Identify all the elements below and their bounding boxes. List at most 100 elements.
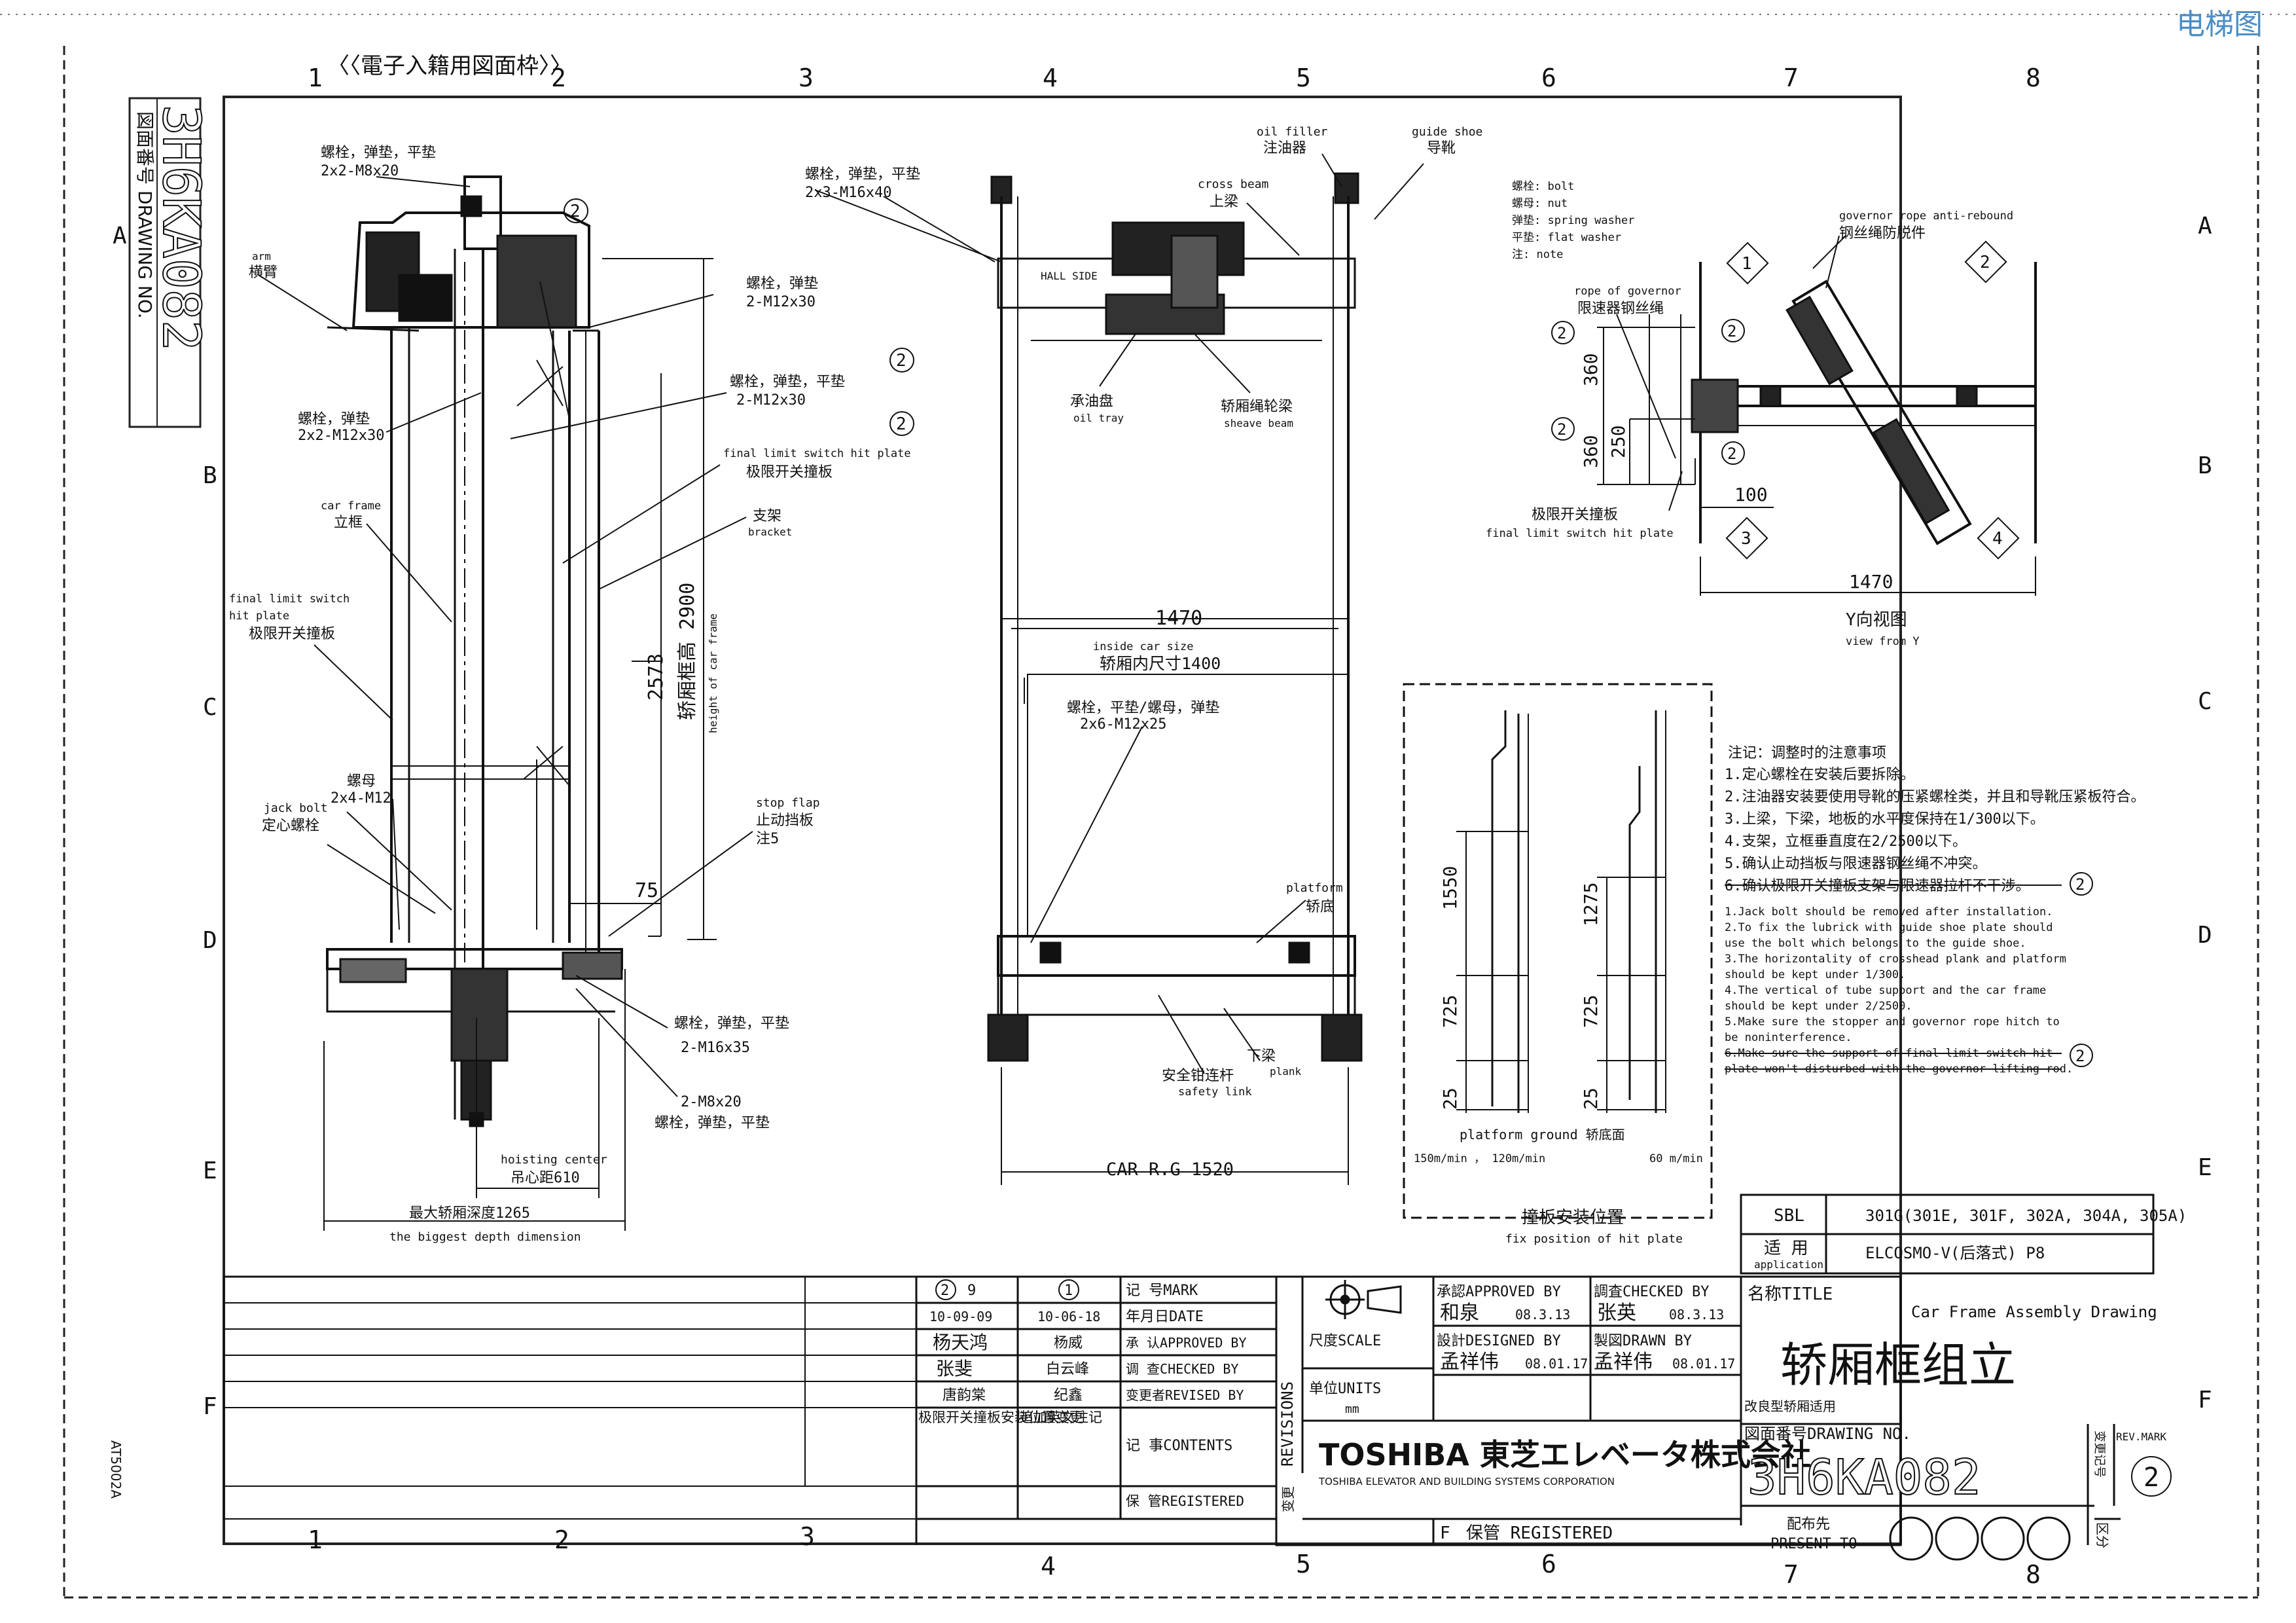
rev2-date: 10-09-09 <box>929 1309 992 1324</box>
drawn-name: 孟祥伟 <box>1594 1351 1653 1374</box>
note-en-1: 1.Jack bolt should be removed after inst… <box>1725 905 2053 919</box>
col-2-b: 2 <box>554 1525 569 1554</box>
lbl-nut-cn: 螺母 <box>347 773 376 790</box>
lbl-car-frame-en: car frame <box>321 500 381 513</box>
registered-prefix: F <box>1440 1523 1450 1543</box>
left-view-markers <box>564 198 914 436</box>
lbl-bolts-top2: 螺栓，弹垫，平垫 <box>805 166 920 183</box>
rev2-mark: 2 <box>941 1283 949 1299</box>
col-3-b: 3 <box>800 1522 815 1551</box>
lbl-final-limit-en: final limit switch hit plate <box>723 447 911 460</box>
lbl-stop-en: stop flap <box>756 796 820 810</box>
dim-1470-y: 1470 <box>1849 571 1893 593</box>
column-numbers-top: 1 2 3 4 5 6 7 8 <box>308 64 2041 92</box>
title-block-text: 尺度SCALE 单位UNITS mm 承認APPROVED BY 和泉 08.3… <box>1309 1284 2172 1561</box>
lbl-ground: platform ground 轿底面 <box>1460 1127 1625 1142</box>
sbl-table-text: SBL 301G(301E, 301F, 302A, 304A, 305A) 适… <box>1754 1206 2187 1271</box>
lbl-arm-en: arm <box>252 250 271 263</box>
checked-name: 张英 <box>1597 1302 1636 1324</box>
lbl-hit-plate-cn: 极限开关撞板 <box>1532 507 1618 523</box>
lbl-bracket-cn: 支架 <box>753 508 781 524</box>
col-2: 2 <box>551 64 566 92</box>
lbl-sheave-cn: 轿厢绳轮梁 <box>1221 399 1293 415</box>
lbl-m16-cn: 螺栓，弹垫，平垫 <box>674 1015 789 1032</box>
drawing-no-label: 図面番号DRAWING NO. <box>1744 1425 1911 1443</box>
dim-2573: 2573 <box>645 653 668 701</box>
col-6: 6 <box>1541 64 1556 92</box>
company-en: TOSHIBA ELEVATOR AND BUILDING SYSTEMS CO… <box>1318 1476 1615 1487</box>
col-7-b: 7 <box>1784 1560 1799 1589</box>
revision-text: 2 9 1 10-09-09 10-06-18 杨天鸿 杨威 张斐 白云峰 唐韵… <box>918 1279 1297 1512</box>
front-view-leaders <box>883 153 1424 1074</box>
rev2-checked: 张斐 <box>936 1358 973 1379</box>
lbl-oil-tray-cn: 承油盘 <box>1070 393 1113 410</box>
note-cn-3: 3.上梁，下梁，地板的水平度保持在1/300以下。 <box>1725 811 2045 828</box>
col-8-b: 8 <box>2026 1560 2041 1589</box>
apply-val: ELCOSMO-V(后落式) P8 <box>1865 1244 2045 1262</box>
note-en-5: should be kept under 1/300. <box>1725 968 1905 981</box>
lbl-platform-en: platform <box>1286 881 1343 895</box>
row-c-r: C <box>2198 688 2212 715</box>
lbl-m12b-spec: 2-M12x30 <box>736 392 806 409</box>
rev2-content: 极限开关撞板安装位置变更 <box>918 1410 1083 1425</box>
checked-date: 08.3.13 <box>1669 1307 1724 1322</box>
rev2-approved: 杨天鸿 <box>933 1332 988 1353</box>
lbl-hall-side: HALL SIDE <box>1041 270 1098 282</box>
lbl-hoist-en: hoisting center <box>501 1153 607 1167</box>
lbl-speed-right: 60 m/min <box>1649 1152 1703 1165</box>
lbl-speed-left: 150m/min ， 120m/min <box>1414 1152 1545 1165</box>
row-letters-left: A B C D E F <box>113 223 217 1420</box>
y-marker-4: 4 <box>1992 529 2003 549</box>
note-en-3: use the bolt which belongs to the guide … <box>1725 937 2026 950</box>
lbl-hit-plate-en: final limit switch hit plate <box>1486 527 1674 540</box>
scale-symbol <box>1325 1280 1402 1319</box>
dim-1550: 1550 <box>1439 866 1461 910</box>
units-value: mm <box>1345 1402 1359 1416</box>
note-en-2: 2.To fix the lubrick with guide shoe pla… <box>1725 921 2053 934</box>
y-marker-2e: 2 <box>1727 445 1736 463</box>
left-view-labels: 螺栓，弹垫，平垫 2x2-M8x20 螺栓，弹垫，平垫 2x3-M16x40 a… <box>229 145 920 1244</box>
approved-date: 08.3.13 <box>1515 1307 1570 1322</box>
dim-25a: 25 <box>1439 1087 1461 1110</box>
lbl-final-limit-left-en2: hit plate <box>229 610 289 623</box>
apply-cn: 适 用 <box>1764 1239 1808 1258</box>
title-block-grid <box>1275 1275 2121 1546</box>
y-view-markers <box>1551 240 2020 560</box>
legend-nut: 螺母: nut <box>1512 197 1568 210</box>
lbl-front-bolt-cn: 螺栓，平垫/螺母，弹垫 <box>1067 700 1219 716</box>
hit-plate-detail-geometry <box>1403 683 1713 1219</box>
notes-cn: 注记：调整时的注意事项 1.定心螺栓在安装后要拆除。 2.注油器安装要使用导靴的… <box>1725 745 2145 894</box>
title-cn: 轿厢框组立 <box>1780 1338 2016 1393</box>
apply-en: application <box>1754 1258 1823 1271</box>
rev1-checked: 白云峰 <box>1046 1361 1089 1377</box>
lbl-plank-en: plank <box>1270 1065 1302 1078</box>
y-view-marker-text: 1 2 3 4 2 2 2 2 <box>1557 253 2003 549</box>
lbl-inside-en: inside car size <box>1093 640 1194 653</box>
note-en-9: be noninterference. <box>1725 1031 1852 1044</box>
rev2-revised: 唐韵棠 <box>942 1387 986 1404</box>
row-a: A <box>113 223 127 249</box>
col-3: 3 <box>798 64 814 92</box>
lbl-hoist-cn: 吊心距610 <box>511 1170 580 1186</box>
y-marker-2d: 2 <box>1557 420 1566 439</box>
left-view-leaders <box>258 176 1002 1231</box>
note-cn-1: 1.定心螺栓在安装后要拆除。 <box>1725 767 1915 783</box>
lbl-depth-en: the biggest depth dimension <box>389 1230 581 1244</box>
dim-1275: 1275 <box>1580 883 1602 926</box>
lbl-front-bolt-spec: 2x6-M12x25 <box>1080 716 1166 733</box>
marker-2-a: 2 <box>570 202 581 221</box>
notes-en: 1.Jack bolt should be removed after inst… <box>1725 905 2073 1076</box>
lbl-governor-rope-cn: 限速器钢丝绳 <box>1577 301 1664 317</box>
approved-label: 承認APPROVED BY <box>1437 1284 1561 1300</box>
lbl-fix-title-en: fix position of hit plate <box>1505 1232 1683 1246</box>
lbl-y-title-cn: Y向视图 <box>1846 610 1907 630</box>
col-4: 4 <box>1043 64 1058 92</box>
rev-value: 2 <box>2144 1463 2159 1493</box>
dim-100: 100 <box>1734 484 1768 505</box>
rev-label-contents: 记 事CONTENTS <box>1126 1438 1232 1454</box>
col-6-b: 6 <box>1541 1550 1556 1578</box>
row-f: F <box>203 1393 217 1420</box>
row-c: C <box>203 694 217 721</box>
lbl-sheave-en: sheave beam <box>1224 417 1293 429</box>
rev-side-label: REVISIONS <box>1278 1381 1297 1467</box>
